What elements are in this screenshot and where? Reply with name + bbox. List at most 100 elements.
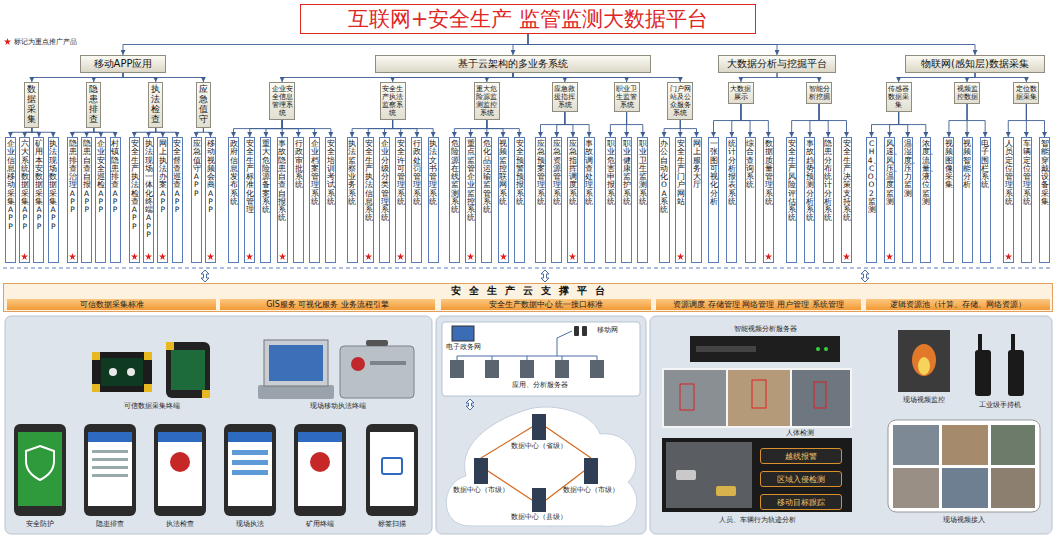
server-icon xyxy=(555,360,569,378)
node-text: 企业安全信息管理系统 xyxy=(272,85,293,117)
caption-label: 执法检查 xyxy=(166,520,194,528)
node-text: 温湿度、压力监测 xyxy=(904,140,912,198)
subcategory-box: 职业卫生监管系统 xyxy=(614,82,640,112)
node-text: 数据质量管理系统 xyxy=(765,140,773,206)
node-text: 安全培训考试系统 xyxy=(327,140,335,206)
platform-item: 逻辑资源池（计算、存储、网络资源） xyxy=(866,299,1050,310)
video-tile xyxy=(991,425,1035,465)
tablet-body xyxy=(92,352,152,392)
analysis-screen xyxy=(662,438,852,512)
system-box: 安全培训考试系统 xyxy=(325,137,336,263)
category-box: 物联网(感知层)数据采集 xyxy=(905,55,1045,73)
system-box: 企业信息移动采集APP xyxy=(5,137,16,263)
node-text: 视频监控联网系统 xyxy=(499,140,507,206)
video-tile xyxy=(991,468,1035,508)
node-text: 村镇隐患排查APP xyxy=(111,140,119,214)
platform-item: GIS服务 可视化服务 业务流程引擎 xyxy=(220,299,435,310)
star-mark xyxy=(1005,253,1012,260)
node-text: 大数据展示 xyxy=(730,85,751,101)
video-tile xyxy=(893,468,939,508)
node-text: 网上服务大厅 xyxy=(693,140,701,190)
star-mark xyxy=(886,253,893,260)
tree-connector xyxy=(32,128,53,137)
legend-row: 标记为重点推广产品 xyxy=(4,37,77,47)
caption-label: 人体检测 xyxy=(786,429,814,437)
antenna xyxy=(1011,334,1015,350)
handheld-corner xyxy=(166,342,174,350)
node-text: 安全生产执法检查APP xyxy=(131,140,139,231)
system-box: 安全督查巡查APP xyxy=(172,137,183,263)
node-text: 职业健康监护系统 xyxy=(623,140,631,206)
node-text: 隐患排查治理APP xyxy=(69,140,77,214)
star-mark xyxy=(207,253,214,260)
star-shape xyxy=(765,253,772,260)
node-text: 重点监管企业监控系统 xyxy=(467,140,475,223)
node-text: 统计分析报表系统 xyxy=(728,140,736,206)
node-text: 安全生产云支撑平台 xyxy=(4,284,1052,297)
network-wire xyxy=(527,356,528,360)
node-text: 门户网站及公众服务系统 xyxy=(670,85,691,117)
node-text: 隐患自查自报APP xyxy=(83,140,91,214)
tree-connector xyxy=(203,128,210,137)
node-text: 电子围栏系统 xyxy=(981,140,989,190)
phone-body xyxy=(366,424,418,516)
star-shape xyxy=(69,253,76,260)
tree-connector xyxy=(777,73,819,82)
phone-screen xyxy=(370,432,414,506)
node-text: 执法现场数据采集APP xyxy=(49,140,57,231)
phone-body xyxy=(14,424,66,516)
platform-item: 资源调度 存储管理 网络管理 用户管理 系统管理 xyxy=(656,299,861,310)
system-box: 应急预案管理系统 xyxy=(535,137,546,263)
system-box: 政府信息发布系统 xyxy=(228,137,239,263)
tree-connector xyxy=(11,128,32,137)
star-mark xyxy=(69,253,76,260)
node-text: 执法文书管理系统 xyxy=(429,140,437,206)
tablet-screen xyxy=(101,358,143,386)
tree-connector xyxy=(454,120,486,137)
screen-row xyxy=(232,450,268,455)
tree-connector xyxy=(134,128,155,137)
tree-connector xyxy=(732,104,741,137)
alarm-tag: 移动目标跟踪 xyxy=(760,494,842,510)
star-shape xyxy=(500,253,507,260)
node-text: 执法现场一体化终端APP xyxy=(145,140,153,239)
tablet-corner xyxy=(92,384,100,392)
node-text: 行政处罚管理系统 xyxy=(413,140,421,206)
node-text: 应急救援指挥系统 xyxy=(554,85,575,109)
node-text: 移动目标跟踪 xyxy=(777,497,825,508)
node-text: CH4、CO、O2监测 xyxy=(868,140,876,214)
tree-connector xyxy=(680,120,696,137)
network-wire xyxy=(492,356,493,360)
tree-connector xyxy=(393,73,513,82)
star-mark xyxy=(159,253,166,260)
cloud-shape xyxy=(446,407,637,526)
node-text: 办公自动化OA系统 xyxy=(660,140,668,214)
video-panel xyxy=(650,316,1052,534)
screen-row xyxy=(92,458,128,461)
tree-connector xyxy=(810,104,819,137)
flame xyxy=(918,357,930,375)
road-image xyxy=(666,442,752,508)
screen-row xyxy=(232,470,268,475)
node-text: 安全生产执法监察系统 xyxy=(382,85,403,117)
antenna xyxy=(978,334,982,350)
subcategory-box: 数据采集 xyxy=(24,82,39,128)
phone-body xyxy=(84,424,136,516)
alarm-tag: 区域入侵检测 xyxy=(760,471,842,487)
tree-connector xyxy=(393,120,434,137)
network-wire xyxy=(557,338,558,356)
platform-item: 可信数据采集标准 xyxy=(7,299,216,310)
scan-icon xyxy=(382,458,402,474)
subcategory-box: 企业安全信息管理系统 xyxy=(269,82,295,120)
star-shape xyxy=(246,253,253,260)
screen-row xyxy=(92,466,128,469)
video-tile xyxy=(893,425,939,465)
star-shape xyxy=(159,253,166,260)
star-mark xyxy=(677,253,684,260)
star-shape xyxy=(397,253,404,260)
handheld-screen xyxy=(171,350,205,390)
tree-connector xyxy=(487,73,513,82)
node-text: 应急值守 xyxy=(199,85,208,125)
